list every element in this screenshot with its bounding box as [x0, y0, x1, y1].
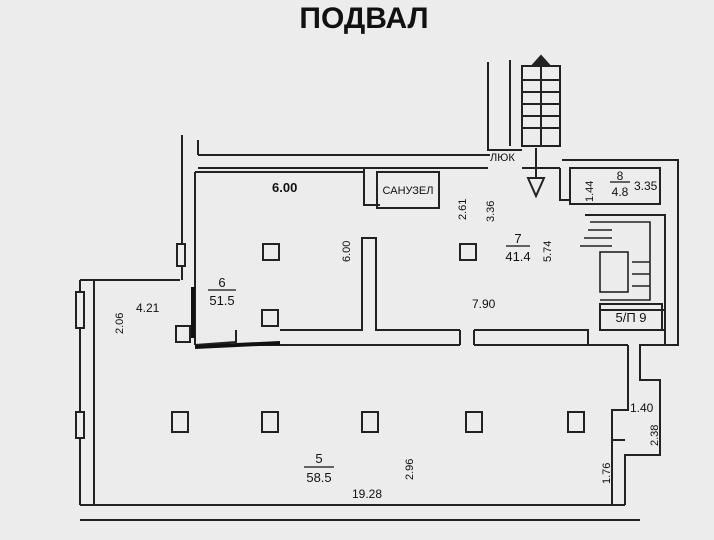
window-top-1 — [176, 243, 186, 267]
hatch-label: ЛЮК — [490, 152, 515, 164]
column — [262, 243, 280, 261]
column — [567, 411, 585, 433]
down-arrow-icon — [526, 148, 546, 199]
room-9-label: 5/П 9 — [615, 310, 646, 325]
room-8-number: 8 — [617, 169, 624, 183]
dim-1-40: 1.40 — [630, 401, 654, 415]
fraction-lines — [208, 181, 630, 468]
thick-wall-marks — [191, 287, 281, 349]
column — [171, 411, 189, 433]
room-6-outer-wall — [363, 168, 380, 206]
dim-2-38: 2.38 — [649, 425, 661, 446]
right-outer-wall — [624, 205, 679, 505]
plan-title: ПОДВАЛ — [299, 2, 428, 35]
room-9-box — [599, 303, 663, 331]
dim-5-74: 5.74 — [542, 241, 554, 262]
columns — [171, 243, 585, 433]
dim-3-35: 3.35 — [634, 179, 658, 193]
room-7-number: 7 — [514, 231, 521, 246]
partition-wall-c — [474, 329, 589, 345]
dim-6-00-top: 6.00 — [272, 180, 297, 195]
room-6-area: 51.5 — [209, 293, 234, 308]
room-8-box — [569, 167, 661, 205]
room-6-number: 6 — [218, 275, 225, 290]
room-5-number: 5 — [315, 451, 322, 466]
dim-2-96: 2.96 — [404, 459, 416, 480]
room-7-right-wall — [559, 168, 570, 201]
stair-right-landing — [599, 251, 629, 293]
window-left-2 — [75, 411, 85, 439]
thick-wall-horizontal — [194, 341, 281, 349]
bathroom-box — [376, 171, 440, 209]
staircase-right — [580, 221, 651, 301]
partition-wall-a — [280, 237, 460, 331]
stair-side-b — [487, 62, 522, 151]
bathroom-label: САНУЗЕЛ — [383, 185, 434, 197]
dim-6-00-vertical: 6.00 — [341, 241, 353, 262]
column — [361, 411, 379, 433]
dim-7-90: 7.90 — [472, 297, 496, 311]
column — [175, 325, 191, 343]
window-left-1 — [75, 291, 85, 329]
column — [261, 309, 279, 327]
dim-4-21: 4.21 — [136, 301, 160, 315]
dim-2-06: 2.06 — [114, 313, 126, 334]
right-step-wall — [611, 345, 629, 441]
room-5-area: 58.5 — [306, 470, 331, 485]
stair-right-outline — [590, 221, 651, 301]
column — [465, 411, 483, 433]
column — [261, 411, 279, 433]
room-8-outer — [562, 159, 679, 205]
text-labels: ЛЮК САНУЗЕЛ 6 51.5 7 41.4 8 4.8 5/П 9 5 … — [114, 152, 661, 501]
staircase-top — [487, 54, 561, 151]
dim-3-36: 3.36 — [485, 201, 497, 222]
room-7-area: 41.4 — [505, 249, 530, 264]
dim-2-61: 2.61 — [457, 199, 469, 220]
column — [459, 243, 477, 261]
dim-1-76: 1.76 — [601, 463, 613, 484]
room-8-area: 4.8 — [612, 185, 629, 199]
stair-up-arrow-icon — [529, 54, 553, 67]
dim-1-44: 1.44 — [584, 181, 596, 202]
window-marks — [75, 243, 186, 439]
dim-19-28: 19.28 — [352, 487, 382, 501]
